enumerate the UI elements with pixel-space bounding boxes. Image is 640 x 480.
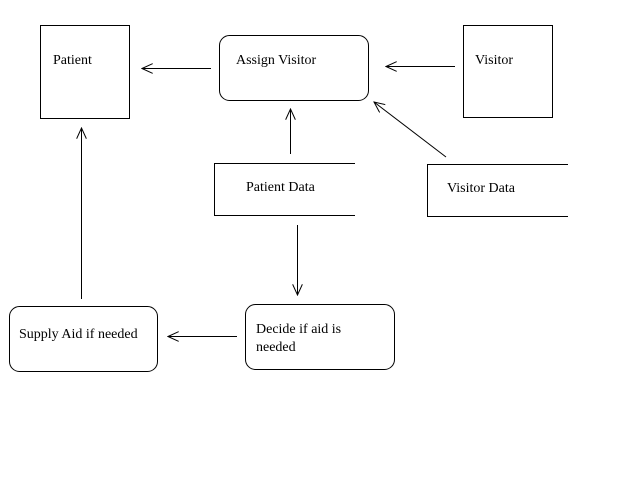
arrow-visitor-data-to-assign-visitor <box>374 102 447 158</box>
patient-data-label: Patient Data <box>246 180 315 195</box>
visitor-entity-box <box>463 25 553 118</box>
patient-data-store <box>214 163 355 216</box>
patient-label: Patient <box>53 53 92 68</box>
visitor-data-store <box>427 164 568 217</box>
decide-aid-process-box <box>245 304 395 370</box>
supply-aid-label: Supply Aid if needed <box>19 327 138 342</box>
supply-aid-process-box <box>9 306 158 372</box>
visitor-data-label: Visitor Data <box>447 181 515 196</box>
assign-visitor-process-box <box>219 35 369 101</box>
visitor-label: Visitor <box>475 53 514 68</box>
assign-visitor-label: Assign Visitor <box>236 53 317 68</box>
decide-aid-label: Decide if aid is needed <box>256 322 342 355</box>
patient-entity-box <box>40 25 130 119</box>
